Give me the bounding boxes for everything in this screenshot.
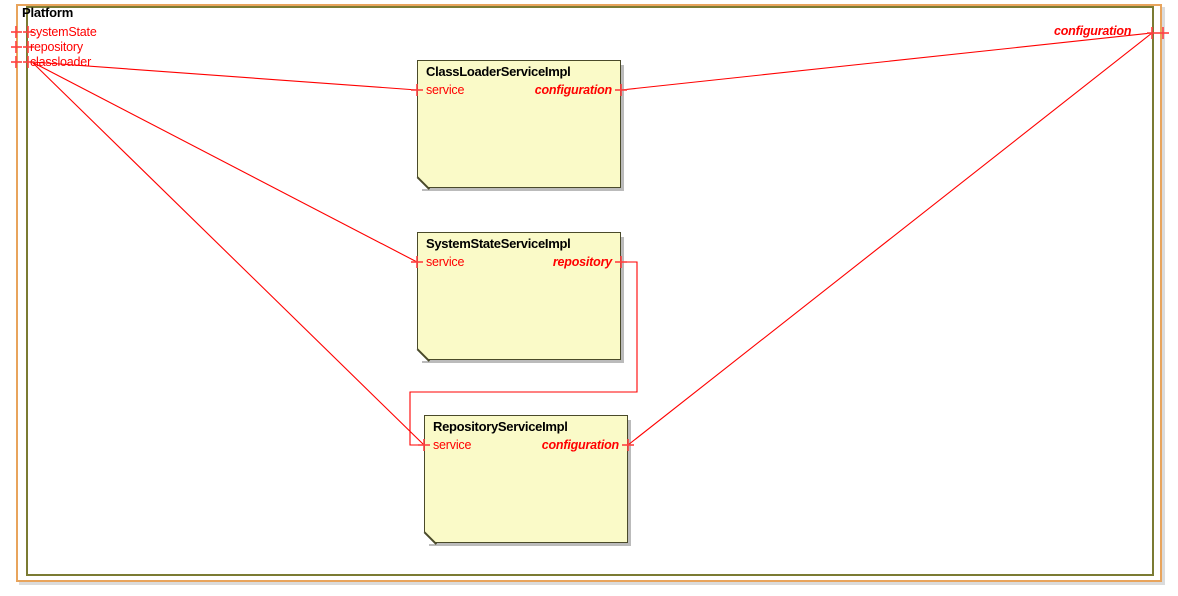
part-classloader-service[interactable]: ClassLoaderServiceImpl service configura… <box>416 60 621 190</box>
part-repository-service[interactable]: RepositoryServiceImpl service configurat… <box>423 415 628 545</box>
chamfer-edge <box>417 175 431 190</box>
port-label-service[interactable]: service <box>426 83 465 97</box>
port-label-service[interactable]: service <box>433 438 472 452</box>
boundary-port-label-repository[interactable]: repository <box>30 40 83 54</box>
port-label-repository[interactable]: repository <box>552 255 612 269</box>
chamfer-edge <box>417 347 431 362</box>
part-title: SystemStateServiceImpl <box>426 236 571 251</box>
boundary-port-label-systemstate[interactable]: systemState <box>30 25 97 39</box>
page-title: Platform <box>22 5 74 20</box>
port-label-service[interactable]: service <box>426 255 465 269</box>
part-title: ClassLoaderServiceImpl <box>426 64 571 79</box>
part-systemstate-service[interactable]: SystemStateServiceImpl service repositor… <box>416 232 621 362</box>
port-label-configuration[interactable]: configuration <box>534 83 612 97</box>
boundary-port-label-classloader[interactable]: classloader <box>30 55 92 69</box>
platform-outer-frame <box>16 4 1162 582</box>
platform-inner-frame <box>26 6 1154 576</box>
boundary-port-label-configuration[interactable]: configuration <box>1054 24 1132 38</box>
part-title: RepositoryServiceImpl <box>433 419 568 434</box>
port-label-configuration[interactable]: configuration <box>541 438 619 452</box>
chamfer-edge <box>424 530 438 545</box>
